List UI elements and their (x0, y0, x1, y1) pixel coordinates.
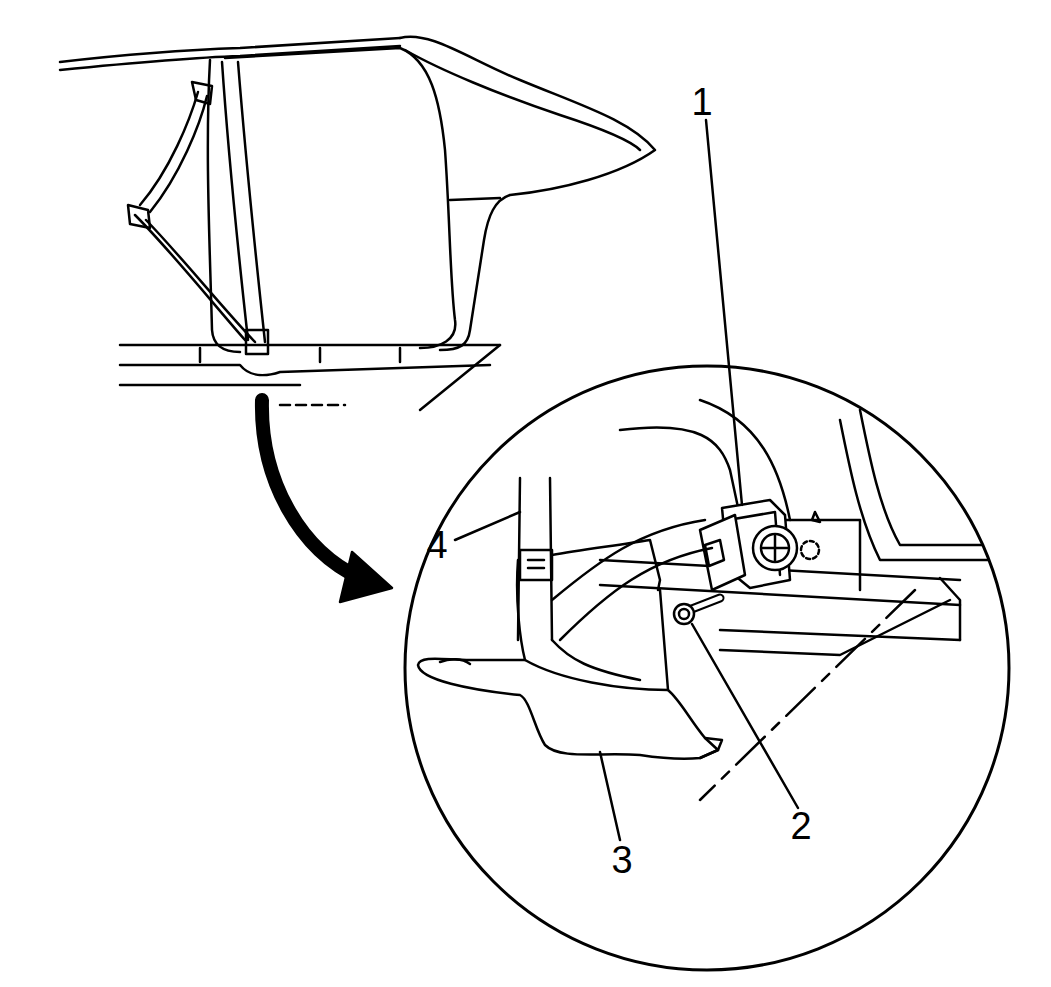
callout-number: 1 (691, 83, 712, 121)
callout-number: 2 (790, 807, 811, 845)
callout-number: 4 (426, 526, 447, 564)
vehicle-overview (60, 37, 655, 410)
detail-circle (405, 366, 1009, 970)
zoom-arrow (262, 400, 392, 602)
detail-view (418, 400, 1010, 800)
leader-lines (455, 120, 798, 840)
callout-number: 3 (611, 841, 632, 879)
